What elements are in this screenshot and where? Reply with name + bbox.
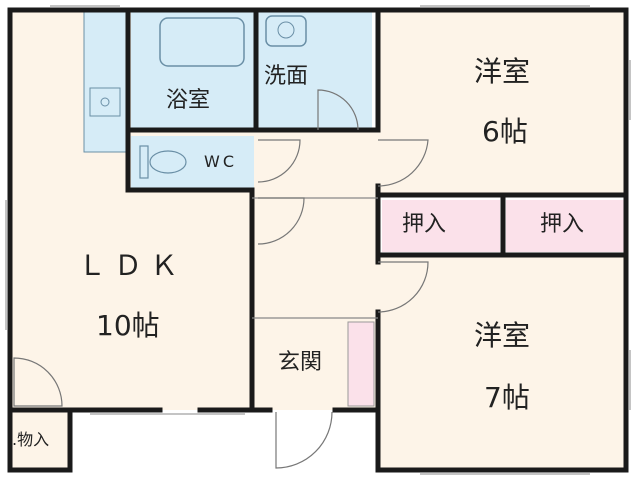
room-size-ldk: 10帖 (96, 309, 160, 342)
door-swing (13, 357, 63, 407)
wash-basin (265, 15, 307, 47)
western-6-floor (378, 10, 624, 195)
door-swing (317, 89, 359, 131)
door-swing (257, 139, 301, 183)
kitchen-stove (100, 97, 110, 107)
room-label-wc: WC (204, 152, 237, 171)
room-label-storage: .物入 (12, 430, 50, 449)
room-label-entrance: 玄関 (278, 350, 323, 375)
room-label-closet-left: 押入 (402, 212, 447, 237)
storage-floor (10, 410, 70, 470)
closet-right-floor (506, 200, 624, 252)
kitchen-counter (83, 11, 127, 153)
room-size-western-7: 7帖 (484, 381, 530, 414)
door-swing (275, 411, 333, 469)
room-size-western-6: 6帖 (482, 115, 528, 148)
bathtub (159, 17, 245, 67)
door-swing (377, 139, 429, 187)
kitchen-sink (89, 87, 121, 117)
room-label-bath: 浴室 (166, 88, 211, 113)
room-label-closet-right: 押入 (540, 212, 585, 237)
door-swing (377, 261, 429, 313)
closet-left-floor (382, 200, 500, 252)
room-label-washroom: 洗面 (264, 64, 309, 89)
western-7-floor (378, 255, 624, 470)
room-label-western-6: 洋室 (474, 55, 531, 88)
basin-bowl (277, 21, 295, 39)
toilet-bowl (149, 150, 187, 174)
room-label-ldk: ＬＤＫ (78, 249, 187, 282)
room-label-western-7: 洋室 (474, 319, 531, 352)
bath-floor (131, 12, 254, 130)
toilet-tank (139, 145, 149, 179)
entrance-shoebox (347, 321, 375, 407)
wc-floor (131, 136, 254, 188)
door-swing (257, 197, 305, 245)
